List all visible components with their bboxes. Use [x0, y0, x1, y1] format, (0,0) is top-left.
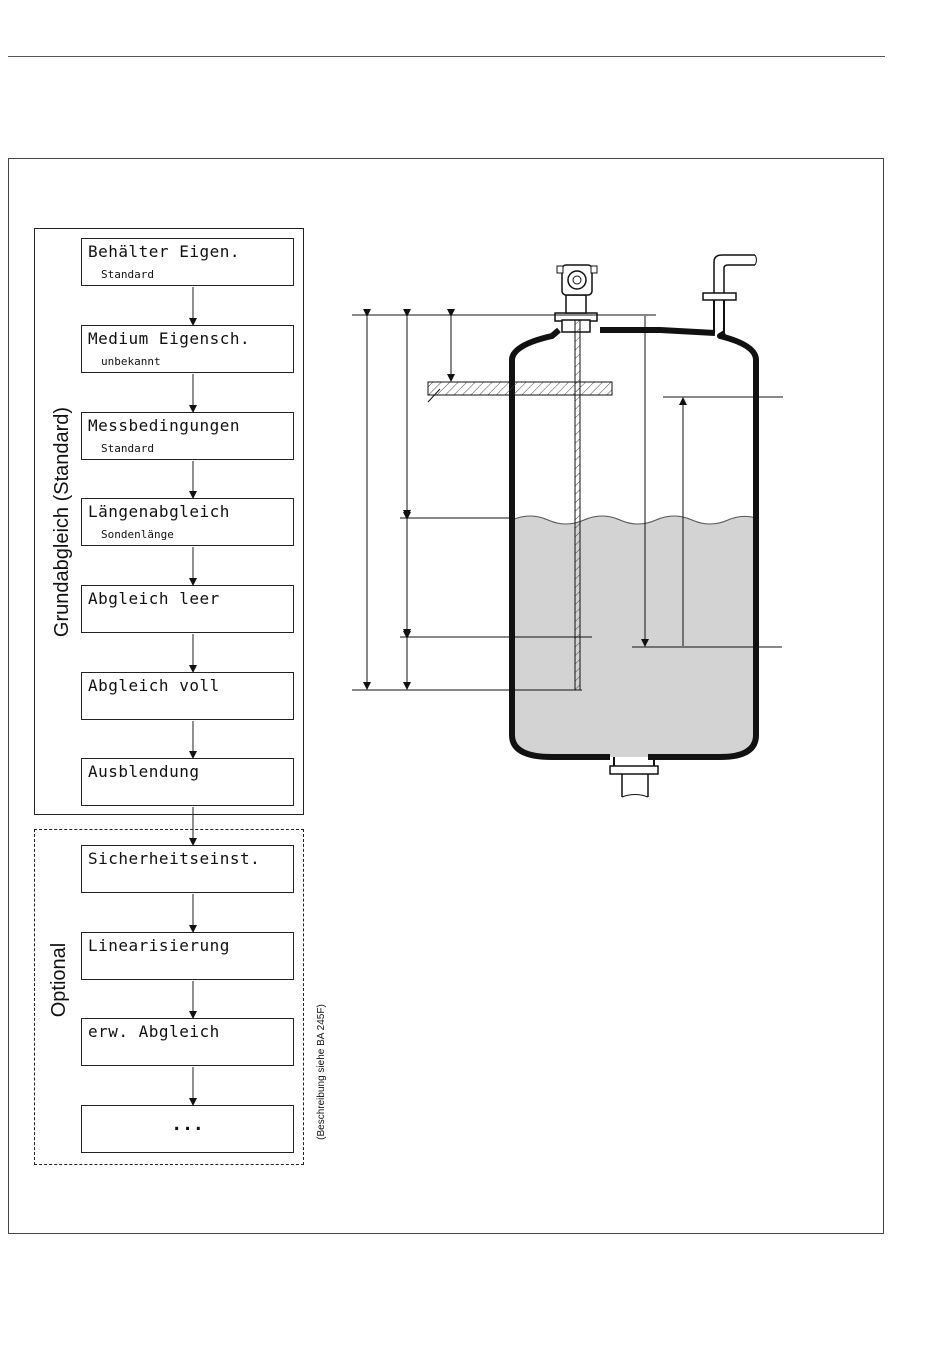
- tank-drawing: [428, 255, 757, 797]
